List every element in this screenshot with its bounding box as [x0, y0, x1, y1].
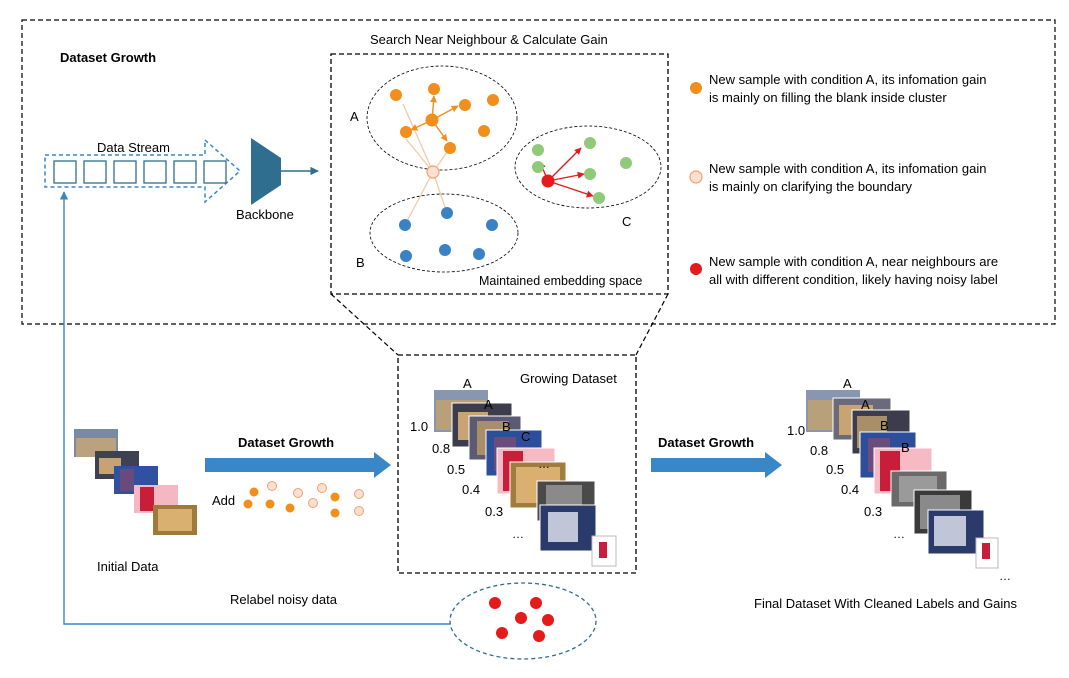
top-panel-title: Dataset Growth: [60, 50, 156, 65]
legend-item-1-line-1: New sample with condition A, its infomat…: [709, 72, 986, 87]
relabel-label: Relabel noisy data: [230, 592, 338, 607]
growing-dataset-box: [397, 354, 637, 574]
legend-noisy-dot: [690, 263, 702, 275]
final-dataset-label: Final Dataset With Cleaned Labels and Ga…: [754, 596, 1018, 611]
boundary-links: [402, 103, 451, 226]
final-score-5: 0.3: [864, 504, 882, 519]
noisy-sample: [541, 174, 555, 188]
zoom-connector: [330, 293, 669, 356]
noisy-data-points: [489, 597, 554, 642]
final-score-1: 1.0: [787, 423, 805, 438]
growing-score-1: 1.0: [410, 419, 428, 434]
data-stream: [44, 138, 242, 204]
data-stream-label: Data Stream: [97, 140, 170, 155]
growth-arrow-1: [205, 452, 391, 478]
legend-orange-dot: [690, 82, 702, 94]
growing-score-3: 0.5: [447, 462, 465, 477]
cluster-b-points: [399, 207, 498, 262]
relabel-arrow: [59, 191, 450, 625]
growing-ellipsis-2: …: [512, 527, 524, 541]
add-label: Add: [212, 493, 235, 508]
top-panel-border: [21, 19, 1056, 325]
backbone-shape: [251, 138, 281, 205]
final-letter-4: B: [901, 440, 910, 455]
cluster-c-label: C: [622, 214, 631, 229]
cluster-a-points: [390, 83, 499, 154]
cluster-a-label: A: [350, 109, 359, 124]
growing-letter-4: C: [521, 429, 530, 444]
final-ellipsis-2: …: [999, 569, 1011, 583]
final-letter-2: A: [861, 397, 870, 412]
growing-image-stack: [434, 390, 617, 567]
legend-boundary-dot: [689, 170, 703, 184]
growing-score-4: 0.4: [462, 482, 480, 497]
embedding-box: [330, 53, 669, 295]
legend: New sample with condition A, its infomat…: [689, 72, 998, 287]
growing-score-2: 0.8: [432, 441, 450, 456]
legend-item-2-line-2: is mainly on clarifying the boundary: [709, 179, 913, 194]
legend-item-3-line-1: New sample with condition A, near neighb…: [709, 254, 998, 269]
growing-letter-1: A: [463, 376, 472, 391]
growing-score-5: 0.3: [485, 504, 503, 519]
final-image-stack: [806, 390, 999, 569]
growing-ellipsis-1: …: [538, 457, 550, 471]
added-samples: [243, 481, 364, 518]
legend-item-2-line-1: New sample with condition A, its infomat…: [709, 161, 986, 176]
final-score-3: 0.5: [826, 462, 844, 477]
growing-dataset-label: Growing Dataset: [520, 371, 617, 386]
final-ellipsis-1: …: [893, 527, 905, 541]
growing-letter-3: B: [502, 419, 511, 434]
final-score-4: 0.4: [841, 482, 859, 497]
cluster-c-points: [532, 137, 632, 204]
embedding-caption: Maintained embedding space: [479, 274, 642, 288]
boundary-sample: [426, 165, 440, 179]
embedding-title: Search Near Neighbour & Calculate Gain: [370, 32, 608, 47]
legend-item-3-line-2: all with different condition, likely hav…: [709, 272, 998, 287]
cluster-c-ellipse: [514, 125, 662, 209]
noisy-data-ellipse: [449, 582, 597, 660]
cluster-a-ellipse: [366, 65, 518, 171]
final-letter-1: A: [843, 376, 852, 391]
final-letter-3: B: [880, 418, 889, 433]
growth-label-2: Dataset Growth: [658, 435, 754, 450]
legend-item-1-line-2: is mainly on filling the blank inside cl…: [709, 90, 947, 105]
final-score-2: 0.8: [810, 443, 828, 458]
growth-label-1: Dataset Growth: [238, 435, 334, 450]
growing-letter-2: A: [484, 397, 493, 412]
backbone-label: Backbone: [236, 207, 294, 222]
cluster-b-ellipse: [369, 193, 519, 273]
cluster-b-label: B: [356, 255, 365, 270]
growth-arrow-2: [651, 452, 782, 478]
initial-data-stack: [74, 429, 197, 535]
initial-data-label: Initial Data: [97, 559, 159, 574]
